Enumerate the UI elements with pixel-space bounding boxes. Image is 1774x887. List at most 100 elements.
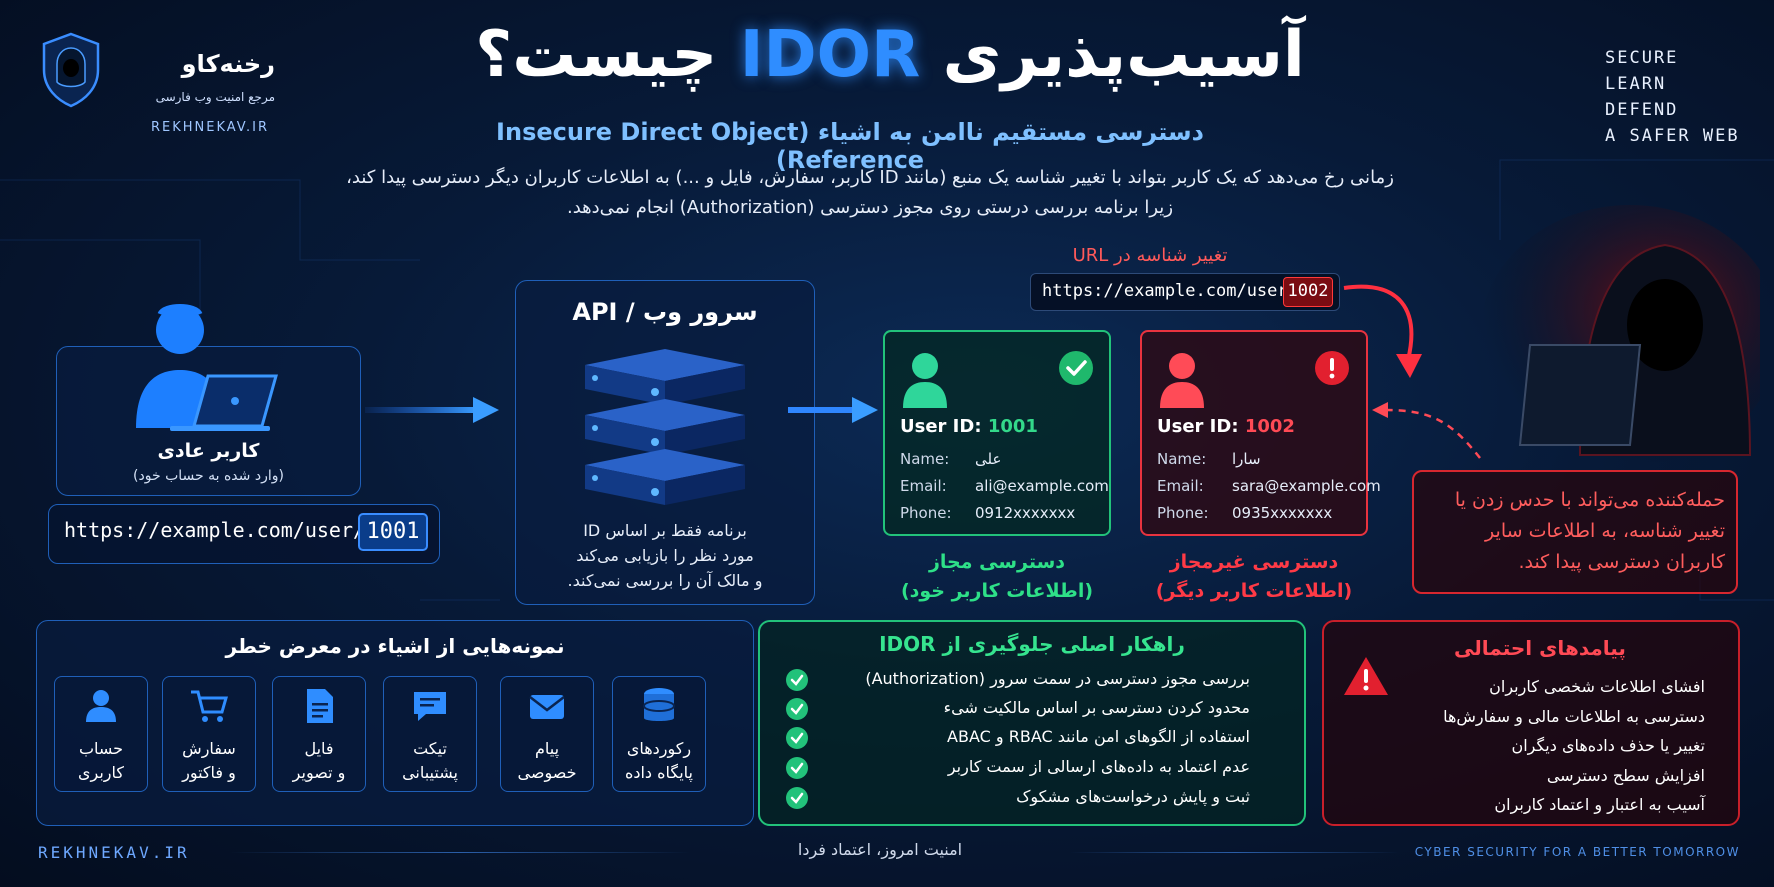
server-note: برنامه فقط بر اساس ID مورد نظر را بازیاب…	[530, 518, 800, 593]
allowed-email-row: Email:ali@example.com	[900, 477, 1109, 495]
user-title: کاربر عادی	[157, 440, 260, 462]
database-icon	[643, 688, 675, 721]
allowed-phone-row: Phone: 0912xxxxxxx	[900, 504, 1075, 522]
object-label-line: پشتیبانی	[402, 763, 458, 782]
object-label-line: پایگاه داده	[624, 763, 694, 782]
consequence-item: افزایش سطح دسترسی	[1546, 765, 1705, 785]
check-circle-icon	[786, 669, 808, 691]
motto: SECURE LEARN DEFEND A SAFER WEB	[1605, 45, 1765, 149]
uid-label: User ID:	[1157, 416, 1239, 437]
server-rack-icon	[585, 349, 745, 505]
prevention-item: محدود کردن دسترسی بر اساس مالکیت شیء	[785, 696, 1255, 724]
field-value: سارا	[1232, 450, 1261, 468]
object-label-line: حساب	[78, 739, 124, 758]
person-icon	[903, 353, 947, 408]
consequence-item: دسترسی به اطلاعات مالی و سفارش‌ها	[1443, 706, 1705, 726]
intro-line-1: زمانی رخ می‌دهد که یک کاربر بتواند با تغ…	[346, 167, 1394, 188]
footer-divider	[230, 852, 690, 853]
user-url-id[interactable]: 1001	[358, 513, 428, 551]
field-label: Email:	[1157, 477, 1204, 495]
server-title: سرور وب / API	[572, 298, 758, 326]
object-label: فایل و تصویر	[272, 737, 366, 785]
motto-line: A SAFER WEB	[1605, 126, 1740, 146]
field-value: ali@example.com	[975, 477, 1109, 495]
denied-caption-line: دسترسی غیرمجاز	[1169, 551, 1339, 573]
prevention-panel	[758, 620, 1306, 826]
denied-phone-row: Phone: 0935xxxxxxx	[1157, 504, 1332, 522]
object-label-line: سفارش	[182, 739, 236, 758]
field-label: Phone:	[1157, 504, 1209, 522]
field-label: Phone:	[900, 504, 952, 522]
user-subtitle: (وارد شده به حساب خود)	[133, 468, 284, 484]
allowed-caption-line: (اطلاعات کاربر خود)	[900, 580, 1094, 602]
brand-tagline: مرجع امنیت وب فارسی	[155, 90, 275, 104]
arrow-right-icon	[365, 397, 499, 423]
object-label-line: پیام	[534, 739, 560, 758]
hooded-attacker-icon	[1480, 205, 1760, 465]
consequences-panel	[1322, 620, 1740, 826]
allowed-caption: دسترسی مجاز (اطلاعات کاربر خود)	[883, 548, 1111, 606]
red-curved-arrow-icon	[1343, 284, 1481, 459]
denied-caption-line: (اطلاعات کاربر دیگر)	[1155, 580, 1353, 602]
check-circle-icon	[786, 787, 808, 809]
object-label-line: فایل	[304, 739, 334, 758]
intro-text: زمانی رخ می‌دهد که یک کاربر بتواند با تغ…	[290, 163, 1450, 223]
prevention-text: استفاده از الگوهای امن مانند RBAC و ABAC	[947, 727, 1250, 746]
uid-value: 1001	[987, 416, 1038, 437]
server-note-line: مورد نظر را بازیابی می‌کند	[576, 546, 754, 565]
consequence-item: آسیب به اعتبار و اعتماد کاربران	[1494, 795, 1705, 814]
prevention-text: محدود کردن دسترسی بر اساس مالکیت شیء	[943, 698, 1250, 717]
user-laptop-icon	[136, 304, 278, 431]
consequences-title: پیامدهای احتمالی	[1454, 636, 1626, 660]
brand-name: رخنه‌کاو	[181, 50, 275, 78]
field-value: 0912xxxxxxx	[975, 504, 1076, 522]
consequences-list: افشای اطلاعات شخصی کاربران دسترسی به اطل…	[1400, 672, 1705, 820]
prevention-text: بررسی مجوز دسترسی در سمت سرور (Authoriza…	[865, 669, 1250, 688]
tampered-url-id[interactable]: 1002	[1283, 277, 1333, 307]
denied-email-row: Email: sara@example.com	[1157, 477, 1381, 495]
allowed-user-id: User ID: 1001	[900, 416, 1038, 437]
check-circle-icon	[786, 698, 808, 720]
check-badge-icon	[1059, 351, 1093, 385]
field-label: Name:	[1157, 450, 1207, 468]
arrow-right-icon	[788, 397, 878, 423]
title-prefix: آسیب‌پذیری	[942, 18, 1305, 92]
cart-icon	[191, 690, 228, 722]
person-icon	[1160, 353, 1204, 408]
object-label-line: خصوصی	[517, 763, 577, 782]
chat-icon	[414, 692, 446, 721]
footer-slogan: امنیت امروز، اعتماد فردا	[797, 840, 963, 859]
brand-url[interactable]: REKHNEKAV.IR	[150, 120, 270, 135]
title-suffix: چیست؟	[475, 18, 718, 92]
field-value: 0935xxxxxxx	[1232, 504, 1333, 522]
footer-url[interactable]: REKHNEKAV.IR	[38, 843, 190, 862]
prevention-text: عدم اعتماد به داده‌های ارسالی از سمت کار…	[947, 757, 1250, 776]
object-label: سفارش و فاکتور	[162, 737, 256, 785]
allowed-name-row: Name: علی	[900, 450, 1001, 468]
object-label-line: و فاکتور	[182, 763, 236, 782]
prevention-item: ثبت و پایش درخواست‌های مشکوک	[785, 785, 1255, 813]
page-subtitle: دسترسی مستقیم ناامن به اشیاء (Insecure D…	[496, 118, 1204, 174]
object-label-line: تیکت	[413, 739, 447, 758]
field-value: sara@example.com	[1232, 477, 1381, 495]
check-circle-icon	[786, 757, 808, 779]
prevention-text: ثبت و پایش درخواست‌های مشکوک	[1016, 787, 1250, 806]
consequence-item: تغییر یا حذف داده‌های دیگران	[1511, 736, 1705, 755]
file-icon	[307, 689, 333, 723]
field-value: علی	[975, 450, 1002, 468]
motto-line: SECURE	[1605, 48, 1679, 68]
user-icon	[86, 690, 116, 722]
denied-caption: دسترسی غیرمجاز (اطلاعات کاربر دیگر)	[1140, 548, 1368, 606]
check-circle-icon	[786, 727, 808, 749]
object-label-line: و تصویر	[292, 763, 346, 782]
field-label: Name:	[900, 450, 950, 468]
denied-name-row: Name: سارا	[1157, 450, 1261, 468]
server-note-line: و مالک آن را بررسی نمی‌کند.	[567, 571, 763, 590]
url-change-label: تغییر شناسه در URL	[1072, 245, 1228, 266]
motto-line: LEARN	[1605, 74, 1667, 94]
motto-line: DEFEND	[1605, 100, 1679, 120]
uid-value: 1002	[1244, 416, 1295, 437]
object-label-line: رکوردهای	[626, 739, 692, 758]
attacker-note-box	[1412, 470, 1738, 594]
